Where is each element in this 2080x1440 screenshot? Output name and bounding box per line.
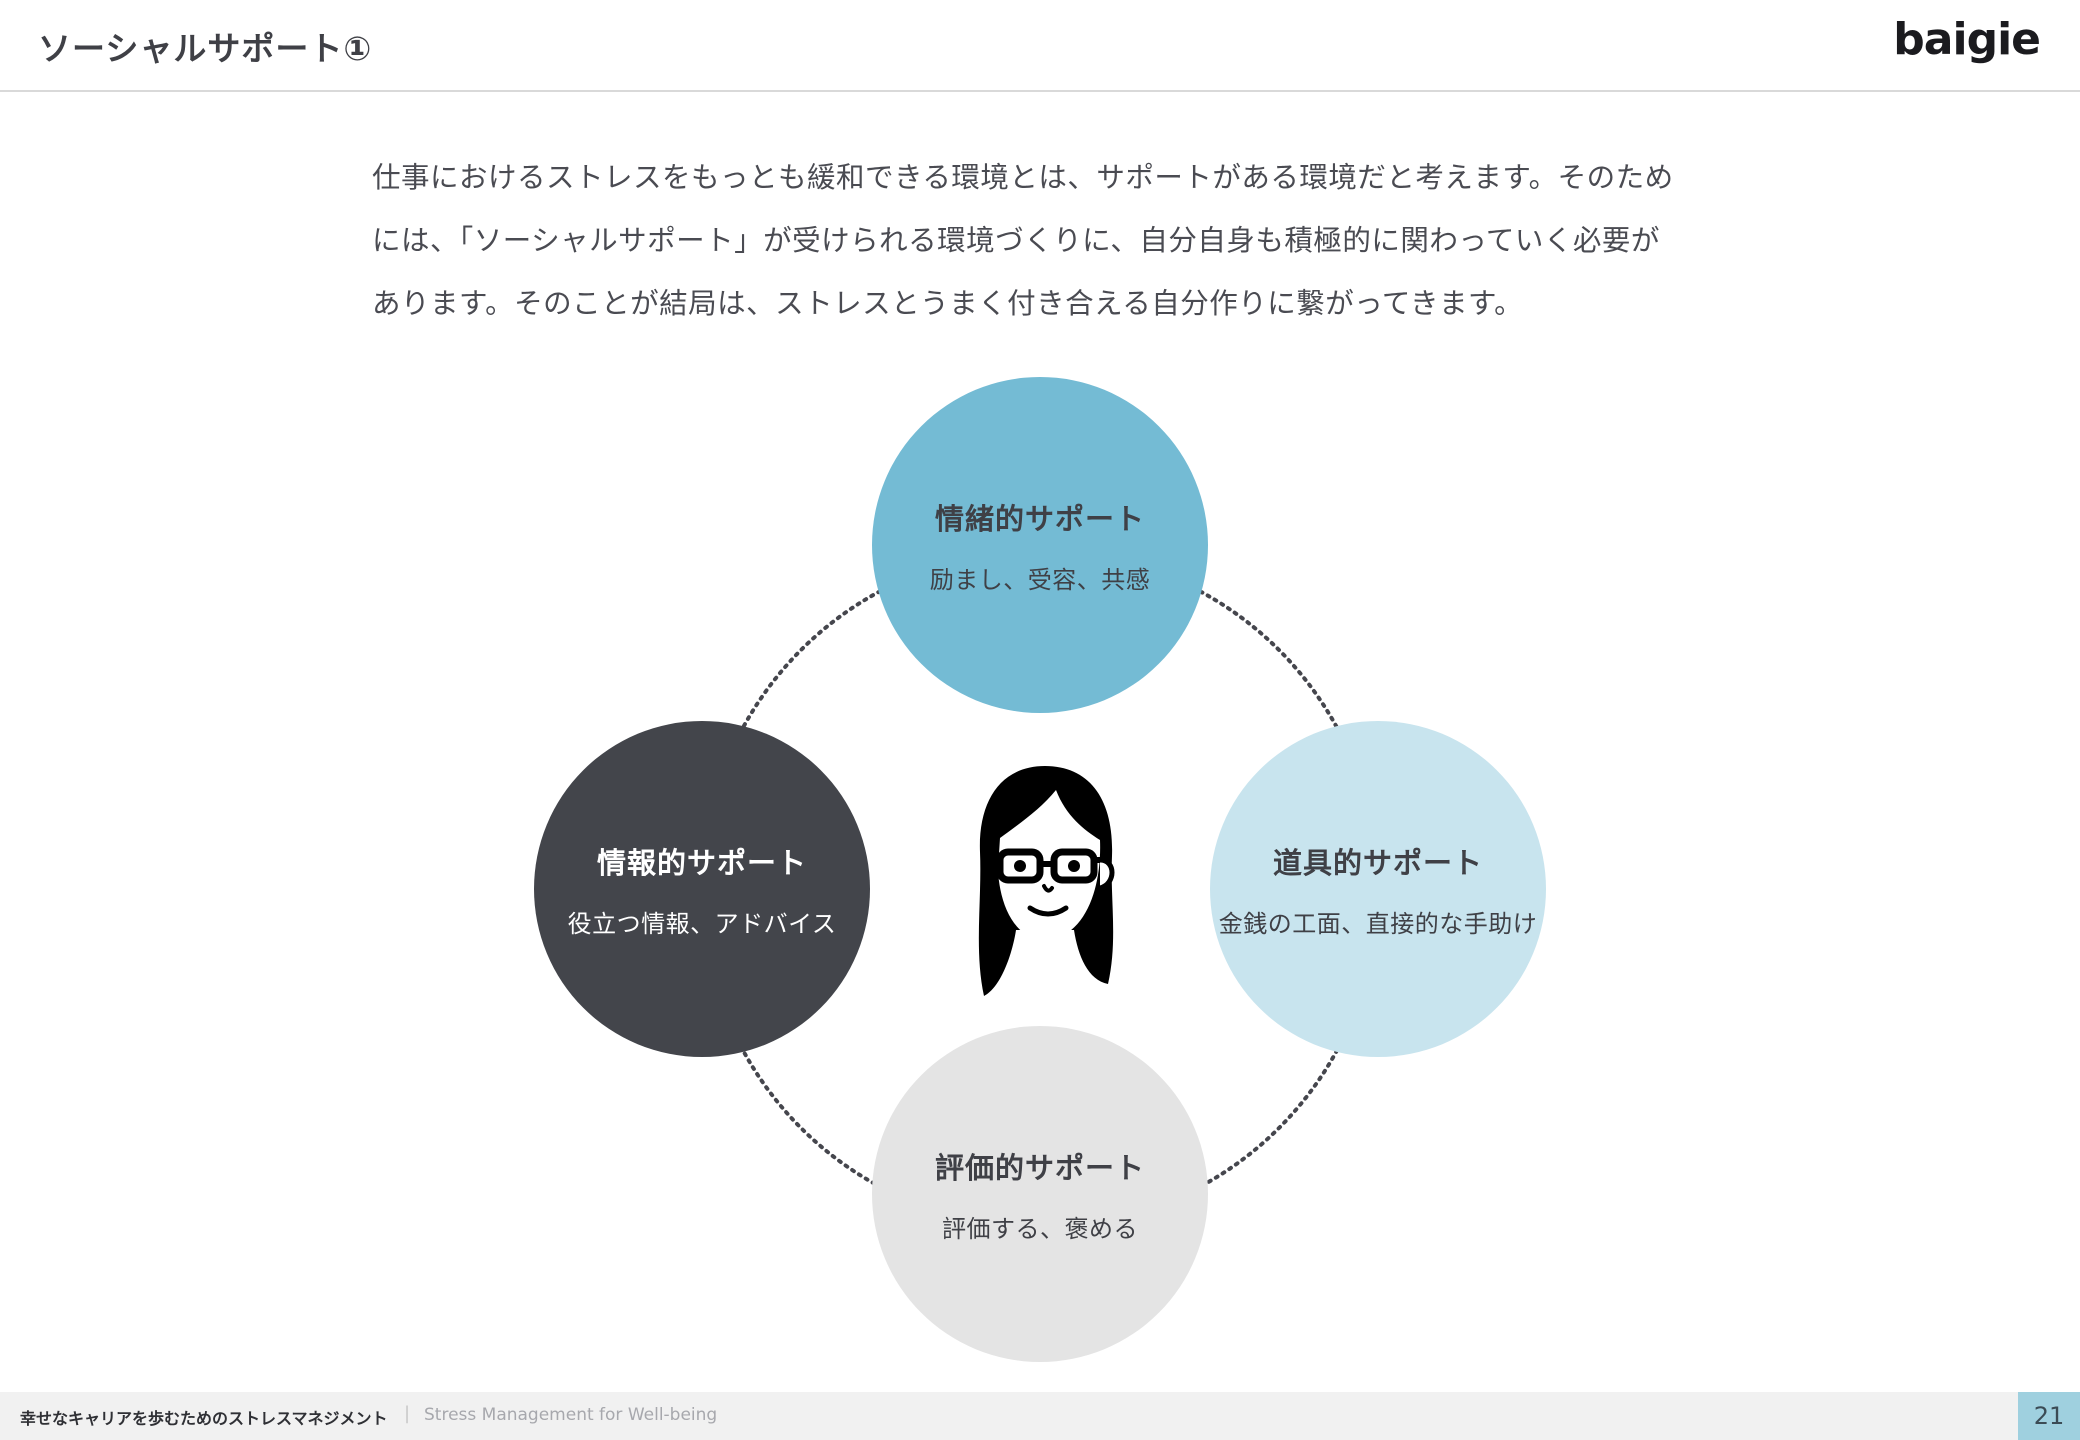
footer-separator: | [404, 1403, 411, 1424]
instrumental-support-node: 道具的サポート 金銭の工面、直接的な手助け [1210, 721, 1546, 1057]
slide-footer: 幸せなキャリアを歩むためのストレスマネジメント | Stress Managem… [0, 1392, 2080, 1440]
intro-line: には、「ソーシャルサポート」が受けられる環境づくりに、自分自身も積極的に関わって… [372, 224, 1660, 257]
page-number: 21 [2018, 1392, 2080, 1440]
footer-title-en: Stress Management for Well-being [424, 1405, 718, 1425]
intro-line: 仕事におけるストレスをもっとも緩和できる環境とは、サポートがある環境だと考えます… [372, 161, 1674, 194]
slide-title: ソーシャルサポート① [38, 29, 373, 68]
woman-with-glasses-icon [978, 766, 1115, 996]
appraisal-support-desc: 評価する、褒める [942, 1214, 1138, 1243]
intro-line: あります。そのことが結局は、ストレスとうまく付き合える自分作りに繋がってきます。 [372, 287, 1524, 320]
appraisal-support-title: 評価的サポート [934, 1150, 1145, 1185]
instrumental-support-desc: 金銭の工面、直接的な手助け [1218, 909, 1538, 938]
footer-title-jp: 幸せなキャリアを歩むためのストレスマネジメント [20, 1409, 388, 1428]
emotional-support-title: 情緒的サポート [934, 501, 1145, 536]
intro-paragraph: 仕事におけるストレスをもっとも緩和できる環境とは、サポートがある環境だと考えます… [372, 146, 1732, 335]
slide-header: ソーシャルサポート① baigie [0, 0, 2080, 92]
informational-support-desc: 役立つ情報、アドバイス [567, 909, 837, 938]
brand-logo: baigie [1893, 14, 2041, 65]
appraisal-support-node: 評価的サポート 評価する、褒める [872, 1026, 1208, 1362]
emotional-support-desc: 励まし、受容、共感 [929, 565, 1151, 594]
instrumental-support-title: 道具的サポート [1272, 845, 1483, 880]
emotional-support-node: 情緒的サポート 励まし、受容、共感 [872, 377, 1208, 713]
informational-support-title: 情報的サポート [596, 845, 807, 880]
informational-support-node: 情報的サポート 役立つ情報、アドバイス [534, 721, 870, 1057]
